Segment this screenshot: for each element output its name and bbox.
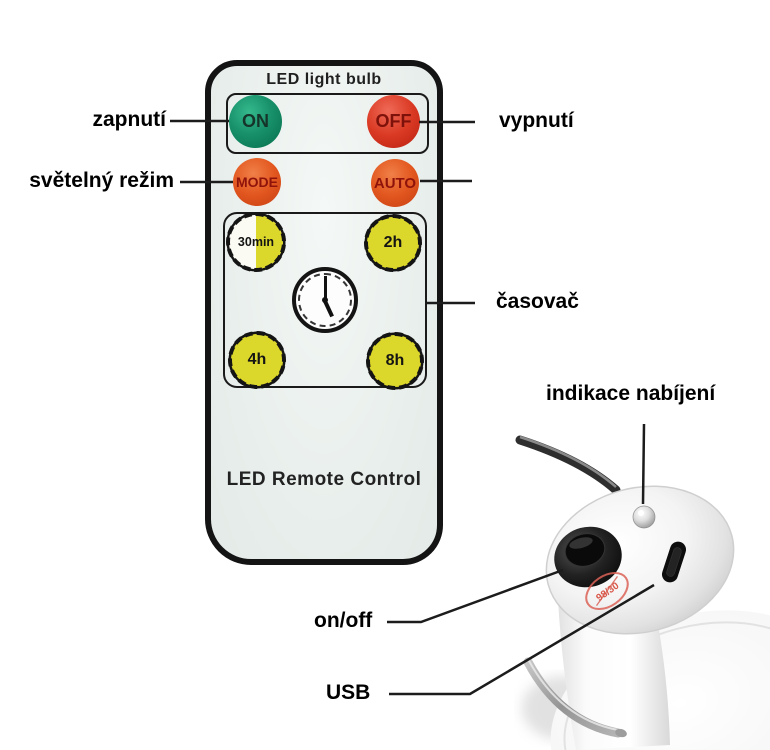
clock-hour-hand xyxy=(323,299,335,318)
timer-30min-button: 30min xyxy=(226,212,286,272)
remote-footer-text: LED Remote Control xyxy=(226,469,422,490)
metal-hook-tip xyxy=(615,728,627,738)
charging-indicator-shine xyxy=(638,510,644,516)
label-svetelny-rezim: světelný režim xyxy=(29,169,174,192)
timer-2h-label: 2h xyxy=(383,234,403,251)
label-vypnuti: vypnutí xyxy=(499,109,574,132)
hanging-strap xyxy=(515,435,621,495)
auto-button: AUTO xyxy=(371,159,419,207)
timer-8h-button: 8h xyxy=(366,332,424,390)
clock-minute-hand xyxy=(323,276,327,300)
mode-button-label: MODE xyxy=(236,174,278,190)
lamp-shade-rim xyxy=(563,621,770,750)
power-button-shine xyxy=(569,537,593,549)
off-button: OFF xyxy=(367,95,420,148)
on-off-group-box xyxy=(226,93,429,154)
lamp-base: 98/30 xyxy=(515,435,770,750)
label-on-off: on/off xyxy=(314,609,373,632)
timer-group-box xyxy=(223,212,427,388)
auto-button-label: AUTO xyxy=(373,174,417,192)
charging-indicator-led xyxy=(632,505,656,529)
on-button: ON xyxy=(229,95,282,148)
timer-4h-label: 4h xyxy=(247,351,267,368)
remote-control: LED light bulb ON OFF MODE AUTO 30min 2h… xyxy=(205,60,443,565)
label-indikace-nabijeni: indikace nabíjení xyxy=(546,382,716,405)
usb-port xyxy=(661,541,687,583)
clock-icon xyxy=(292,267,358,333)
label-usb: USB xyxy=(326,681,371,704)
timer-8h-label: 8h xyxy=(385,352,405,369)
timer-2h-button: 2h xyxy=(364,214,422,272)
timer-30min-label: 30min xyxy=(237,235,275,249)
off-button-label: OFF xyxy=(375,111,412,131)
remote-title: LED light bulb xyxy=(266,71,382,88)
on-button-label: ON xyxy=(242,111,269,131)
mode-button: MODE xyxy=(233,158,281,206)
timer-4h-button: 4h xyxy=(228,331,286,389)
label-casovac: časovač xyxy=(496,290,579,313)
hanging-strap-highlight xyxy=(519,435,617,488)
label-zapnuti: zapnutí xyxy=(92,108,167,131)
